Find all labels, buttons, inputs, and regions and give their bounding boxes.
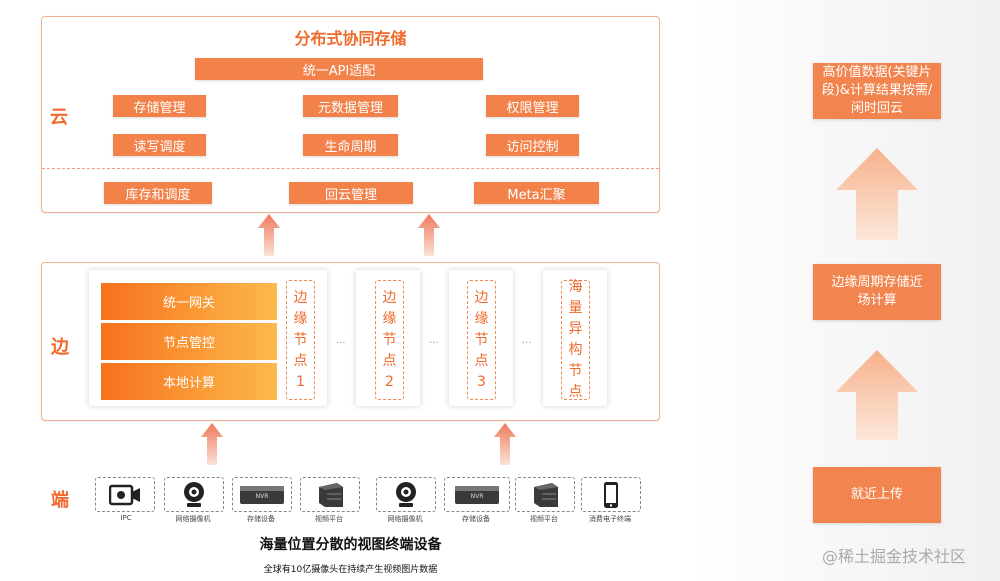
- device-network-camera: [376, 477, 436, 512]
- svg-text:NVR: NVR: [256, 493, 269, 500]
- cloud-divider: [42, 168, 659, 169]
- ellipsis: ...: [429, 335, 439, 346]
- webcam-icon: [184, 481, 204, 507]
- device-label: 视频平台: [315, 515, 343, 523]
- cloud-box-inventory: 库存和调度: [104, 182, 212, 204]
- device-label: 消费电子终端: [589, 515, 631, 523]
- nvr-icon: NVR: [240, 485, 284, 504]
- edge-label: 边: [51, 337, 69, 358]
- edge-node-card: [543, 270, 607, 406]
- edge-node-1-label: 边缘节点1: [286, 280, 315, 400]
- unified-api-box: 统一API适配: [195, 58, 483, 80]
- terminal-label: 端: [51, 490, 69, 511]
- up-arrow-icon: [258, 214, 280, 256]
- server-icon: [319, 482, 343, 507]
- up-arrow-icon: [418, 214, 440, 256]
- cloud-box-rw-schedule: 读写调度: [113, 134, 206, 156]
- cloud-title: 分布式协同存储: [294, 29, 407, 48]
- nvr-icon: NVR: [455, 485, 499, 504]
- right-box-cloud-return: 高价值数据(关键片段)&计算结果按需/闲时回云: [813, 63, 941, 119]
- device-video-platform: [515, 477, 575, 512]
- device-label: 网络摄像机: [387, 515, 423, 523]
- server-icon: [534, 482, 558, 507]
- terminal-title: 海量位置分散的视图终端设备: [259, 537, 442, 553]
- ellipsis: ...: [336, 335, 346, 346]
- up-arrow-icon: [201, 423, 223, 465]
- edge-hetero-nodes-label: 海量异构节点: [561, 279, 590, 400]
- cloud-box-permission-mgmt: 权限管理: [486, 95, 579, 117]
- edge-node-card: [356, 270, 420, 406]
- device-ipc: [95, 477, 155, 512]
- device-label: 视频平台: [530, 515, 558, 523]
- right-box-upload: 就近上传: [813, 467, 941, 523]
- cloud-box-access-control: 访问控制: [486, 134, 579, 156]
- device-label: 存储设备: [247, 515, 275, 523]
- ellipsis: ...: [522, 335, 532, 346]
- edge-stack-node-control: 节点管控: [101, 323, 277, 360]
- edge-stack-local-compute: 本地计算: [101, 363, 277, 400]
- edge-node-card: [449, 270, 513, 406]
- terminal-subtitle: 全球有10亿摄像头在持续产生视频图片数据: [263, 565, 438, 575]
- device-network-camera: [164, 477, 224, 512]
- device-storage: NVR: [444, 477, 510, 512]
- webcam-icon: [396, 481, 416, 507]
- up-arrow-icon: [494, 423, 516, 465]
- cloud-box-return-mgmt: 回云管理: [289, 182, 413, 204]
- edge-node-2-label: 边缘节点2: [375, 280, 404, 400]
- phone-icon: [604, 481, 618, 508]
- device-consumer-terminal: [581, 477, 641, 512]
- device-label: 存储设备: [462, 515, 490, 523]
- device-storage: NVR: [232, 477, 292, 512]
- watermark: @稀土掘金技术社区: [822, 547, 967, 566]
- edge-stack-gateway: 统一网关: [101, 283, 277, 320]
- device-video-platform: [300, 477, 360, 512]
- large-up-arrow-icon: [836, 148, 918, 240]
- device-label: IPC: [120, 514, 132, 522]
- edge-node-3-label: 边缘节点3: [467, 280, 496, 400]
- cloud-label: 云: [50, 107, 68, 128]
- cloud-box-metadata-mgmt: 元数据管理: [303, 95, 398, 117]
- cloud-box-meta-aggregate: Meta汇聚: [474, 182, 599, 204]
- cloud-box-lifecycle: 生命周期: [303, 134, 398, 156]
- svg-text:NVR: NVR: [471, 493, 484, 500]
- camera-icon: [109, 484, 140, 505]
- device-label: 网络摄像机: [175, 515, 211, 523]
- cloud-box-storage-mgmt: 存储管理: [113, 95, 206, 117]
- right-box-edge-storage: 边缘周期存储近场计算: [813, 264, 941, 320]
- large-up-arrow-icon: [836, 350, 918, 440]
